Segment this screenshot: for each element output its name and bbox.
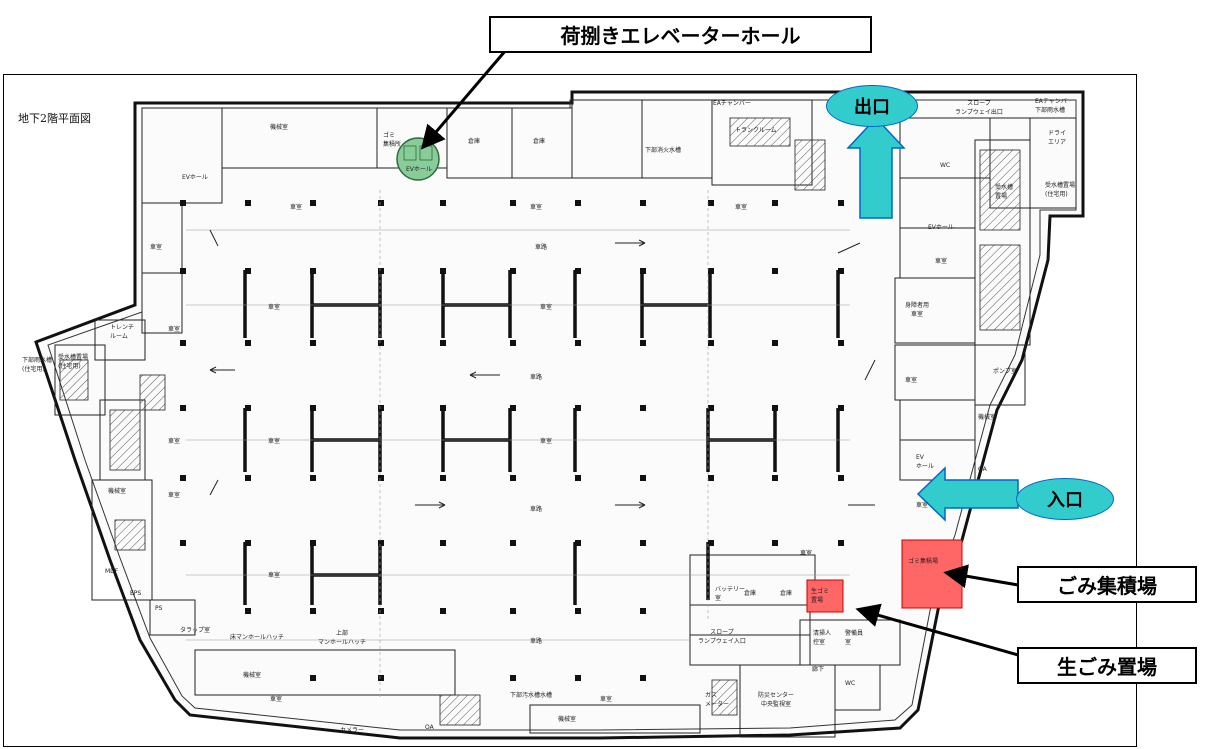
drive-arrows [209, 229, 876, 509]
floor-manhole-label: 床マンホールハッチ [230, 634, 285, 641]
map-frame [3, 74, 1137, 747]
left-rooms [54, 319, 196, 636]
ev-hall-left-label: EVホール [182, 174, 208, 181]
parking-label-11: 車室 [935, 258, 948, 265]
water-tank-house-right-label: 受水槽置場 (住宅用) [1045, 182, 1076, 198]
ea-chamber-right-label: EAチャンバー 下部雨水槽 [1035, 98, 1073, 114]
garbage-collection-callout: ごみ集積場 [1017, 566, 1197, 603]
warehouse-label-1: 倉庫 [468, 138, 481, 145]
raw-garbage-leader [855, 603, 1019, 657]
machine-room-label-top: 機械室 [270, 124, 289, 131]
oa-label: OA [425, 724, 434, 731]
parking-label-12: 車室 [905, 377, 918, 384]
lower-sewage-label: 下部汚水槽水槽 [510, 692, 553, 699]
machine-room-label-bottom2: 機械室 [558, 716, 577, 723]
roadway-label-2: 車路 [530, 374, 543, 381]
pump-room-label: ポンプ室 [993, 368, 1017, 375]
machine-room-label-left: 機械室 [108, 488, 127, 495]
parking-label-17: 車室 [270, 696, 283, 703]
parking-label-15: 車室 [530, 204, 543, 211]
freight-hall-leader [420, 49, 508, 150]
parking-label-6: 車室 [268, 438, 281, 445]
lower-rain-house-label: 下部雨水槽 (住宅用) [22, 357, 53, 373]
building-outline [34, 90, 1085, 740]
parking-label-4: 車室 [168, 492, 181, 499]
parking-label-10: 車室 [800, 550, 813, 557]
parking-label-16: 車室 [735, 204, 748, 211]
parking-label-7: 車室 [268, 572, 281, 579]
ev-hall-right-label: EVホール [928, 224, 954, 231]
ev-hall-lower-label: EV ホール [916, 454, 935, 470]
mdf-label: MDF [105, 568, 119, 575]
wc-label: WC [940, 162, 951, 169]
upper-manhole-label: 上部 マンホールハッチ [318, 630, 367, 646]
entrance-arrow [916, 466, 1019, 522]
plan-title: 地下2階平面図 [18, 112, 91, 125]
eps-label: EPS [130, 590, 142, 597]
camera-label: カメラー [340, 727, 365, 734]
garbage-collection-leader [943, 564, 1019, 589]
parking-label-1: 車室 [150, 244, 163, 251]
slope-ramp-exit-label: スロープ ランプウェイ出口 [955, 100, 1003, 116]
ps-label: PS [155, 605, 163, 612]
water-tank-label: 受水槽 置場 [995, 184, 1014, 200]
roadway-label-1: 車路 [535, 244, 548, 251]
disabled-parking-label: 身障者用 車室 [905, 302, 930, 318]
warehouse-label-3: 倉庫 [744, 590, 757, 597]
stair-cores [59, 117, 1021, 726]
warehouse-label-2: 倉庫 [533, 138, 546, 145]
dry-area-label: ドライ エリア [1048, 130, 1067, 146]
raw-garbage-callout: 生ごみ置場 [1017, 647, 1197, 684]
machine-room-label-bottom: 機械室 [243, 672, 262, 679]
wc-label-bottom: WC [845, 680, 856, 687]
exit-arrow [846, 116, 906, 219]
parking-label-14: 車室 [290, 204, 303, 211]
raw-garbage-area [806, 579, 844, 613]
trench-label: トレンチ ルーム [110, 324, 135, 340]
roadway-label-3: 車路 [530, 506, 543, 513]
parking-label-13: 車室 [916, 502, 929, 509]
entrance-marker: 入口 [1016, 478, 1114, 520]
cleaner-room-label: 清掃人 控室 [813, 630, 832, 646]
ev-hall-green-label: EVホール [406, 166, 432, 173]
ea-chamber-label: EAチャンバー [713, 100, 751, 107]
exit-marker: 出口 [826, 85, 918, 127]
roadway-label-4: 車路 [530, 638, 543, 645]
freight-elevator-circle [396, 137, 440, 181]
battery-room-label: バッテリー 室 [715, 586, 746, 602]
trap-pass-label: タラップ室 [180, 627, 211, 634]
parking-label-8: 車室 [540, 438, 553, 445]
right-rooms [894, 177, 1026, 481]
parking-label-3: 車室 [168, 438, 181, 445]
ga-label: GA [978, 466, 987, 473]
warehouse-label-4: 倉庫 [780, 590, 793, 597]
garbage-small-label: ゴミ集積場 [908, 558, 939, 565]
corridor-label: 廊下 [812, 666, 825, 673]
freight-hall-callout: 荷捌きエレベーターホール [489, 16, 872, 53]
lower-fire-tank-label: 下部消火水槽 [645, 147, 682, 154]
parking-label-5: 車室 [268, 304, 281, 311]
raw-garbage-small-label: 生ゴミ 置場 [811, 588, 830, 604]
trunk-room-label: トランクルーム [735, 127, 777, 134]
water-tank-house-label: 受水槽置場 (住宅用) [58, 354, 89, 370]
parking-label-2: 車室 [168, 326, 181, 333]
slope-ramp-entrance-label: スロープ ランプウェイ入口 [698, 629, 746, 645]
gas-meter-label: ガス メーター [705, 692, 730, 708]
parking-label-18: 車室 [600, 696, 613, 703]
parking-label-9: 車室 [540, 304, 553, 311]
machine-room-label-right: 機械室 [978, 414, 997, 421]
disaster-center-label: 防災センター 中央監視室 [758, 692, 795, 708]
stall-lines [186, 190, 850, 700]
dust-room-label: ゴミ 集積所 [383, 132, 402, 148]
guard-room-label: 警備員 室 [845, 630, 864, 646]
